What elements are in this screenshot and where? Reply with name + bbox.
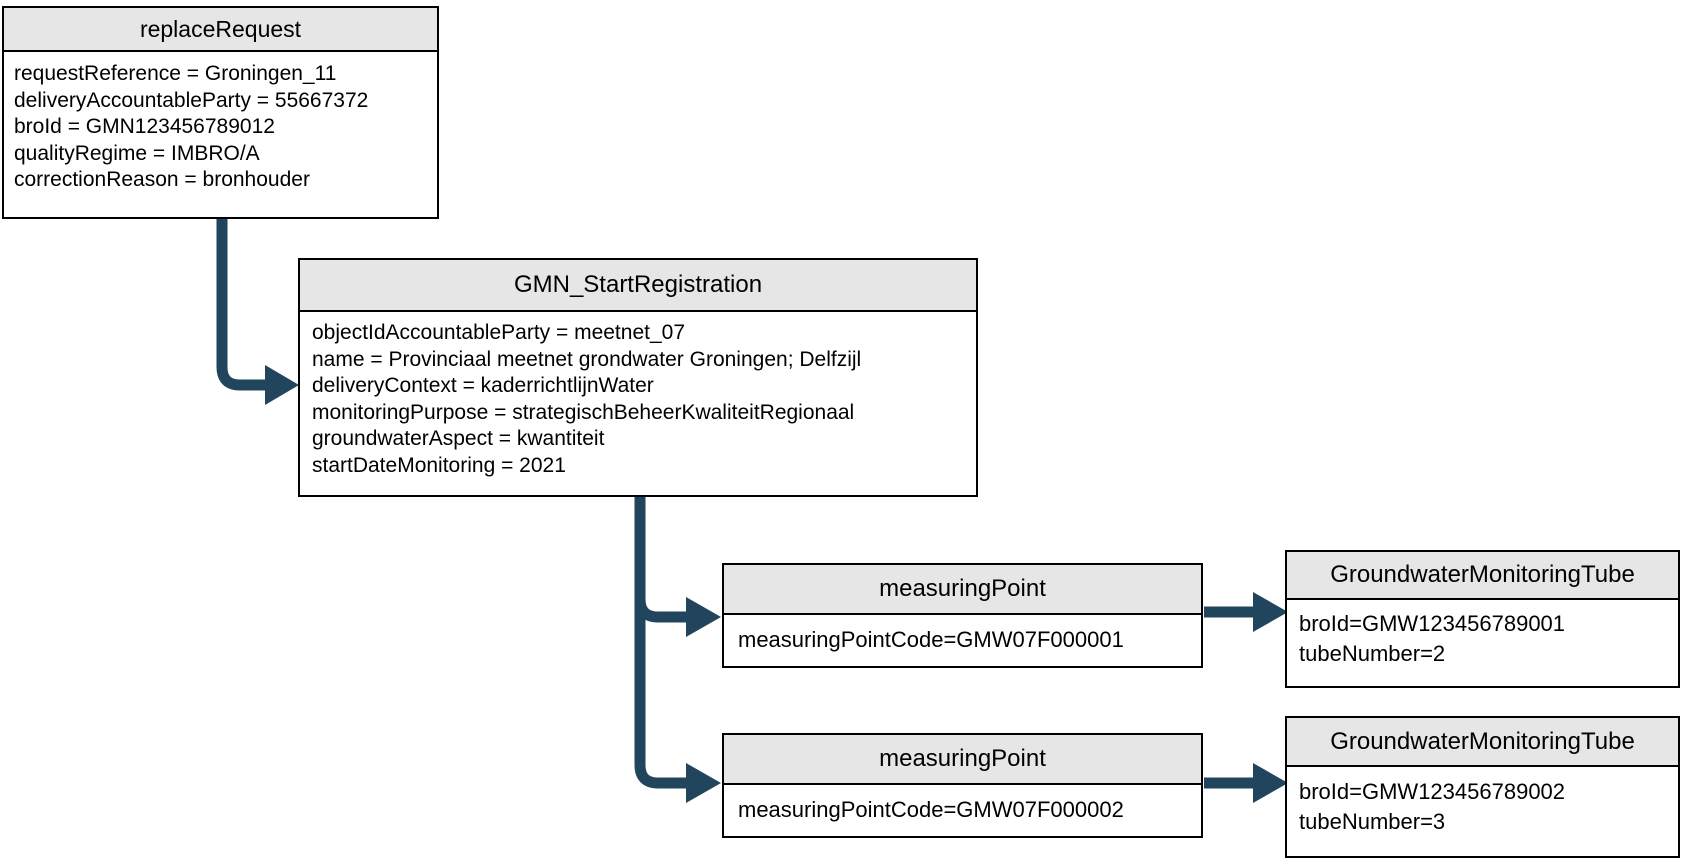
node-attribute: groundwaterAspect = kwantiteit [312,427,605,450]
node-groundwater-monitoring-tube-2-title: GroundwaterMonitoringTube [1330,727,1635,755]
edge-gmn-to-measuring-point-2-arrowhead-icon [686,763,721,803]
node-attribute: tubeNumber=3 [1299,809,1446,834]
edge-replace-request-to-gmn-arrowhead-icon [265,365,299,405]
node-attribute: tubeNumber=2 [1299,641,1446,666]
node-attribute: name = Provinciaal meetnet grondwater Gr… [312,347,862,371]
node-gmn-start-registration-body: objectIdAccountableParty = meetnet_07 na… [300,312,976,487]
node-measuring-point-1-header: measuringPoint [724,565,1201,615]
edge-measuring-point-1-to-tube-1-arrowhead-icon [1253,592,1288,632]
node-measuring-point-1: measuringPoint measuringPointCode=GMW07F… [722,563,1203,668]
node-replace-request-header: replaceRequest [4,8,437,52]
node-groundwater-monitoring-tube-2-body: broId=GMW123456789002 tubeNumber=3 [1287,767,1678,847]
node-attribute: monitoringPurpose = strategischBeheerKwa… [312,400,855,424]
node-groundwater-monitoring-tube-2: GroundwaterMonitoringTube broId=GMW12345… [1285,716,1680,858]
node-attribute: objectIdAccountableParty = meetnet_07 [312,321,685,344]
edge-gmn-to-measuring-point-1 [634,495,687,623]
node-attribute: qualityRegime = IMBRO/A [14,141,260,165]
node-attribute: measuringPointCode=GMW07F000002 [738,797,1124,822]
node-measuring-point-2-header: measuringPoint [724,735,1201,785]
node-attribute: correctionReason = bronhouder [14,168,310,191]
node-gmn-start-registration: GMN_StartRegistration objectIdAccountabl… [298,258,978,497]
node-replace-request: replaceRequest requestReference = Gronin… [2,6,439,219]
node-measuring-point-2-title: measuringPoint [879,745,1046,772]
node-groundwater-monitoring-tube-1-title: GroundwaterMonitoringTube [1330,561,1635,588]
node-attribute: broId=GMW123456789001 [1299,611,1566,636]
node-replace-request-title: replaceRequest [139,15,302,42]
node-groundwater-monitoring-tube-2-header: GroundwaterMonitoringTube [1287,718,1678,767]
edge-gmn-to-measuring-point-2 [634,495,687,789]
node-gmn-start-registration-title: GMN_StartRegistration [513,271,763,298]
node-gmn-start-registration-header: GMN_StartRegistration [300,260,976,312]
node-groundwater-monitoring-tube-1-header: GroundwaterMonitoringTube [1287,552,1678,600]
edge-measuring-point-2-to-tube-2-arrowhead-icon [1253,763,1288,803]
node-attribute: broId=GMW123456789002 [1299,779,1566,804]
node-groundwater-monitoring-tube-1: GroundwaterMonitoringTube broId=GMW12345… [1285,550,1680,688]
node-measuring-point-2-body: measuringPointCode=GMW07F000002 [724,785,1201,836]
node-replace-request-body: requestReference = Groningen_11 delivery… [4,52,437,203]
node-measuring-point-1-body: measuringPointCode=GMW07F000001 [724,615,1201,666]
node-groundwater-monitoring-tube-1-body: broId=GMW123456789001 tubeNumber=2 [1287,600,1678,678]
edge-replace-request-to-gmn [216,217,267,391]
node-attribute: deliveryContext = kaderrichtlijnWater [312,374,654,397]
node-attribute: requestReference = Groningen_11 [14,62,337,85]
node-attribute: broId = GMN123456789012 [14,115,275,138]
node-measuring-point-2: measuringPoint measuringPointCode=GMW07F… [722,733,1203,838]
edge-gmn-to-measuring-point-1-arrowhead-icon [686,597,721,637]
node-attribute: measuringPointCode=GMW07F000001 [738,627,1124,652]
node-attribute: startDateMonitoring = 2021 [312,453,566,477]
node-measuring-point-1-title: measuringPoint [879,575,1046,602]
node-attribute: deliveryAccountableParty = 55667372 [14,88,369,112]
